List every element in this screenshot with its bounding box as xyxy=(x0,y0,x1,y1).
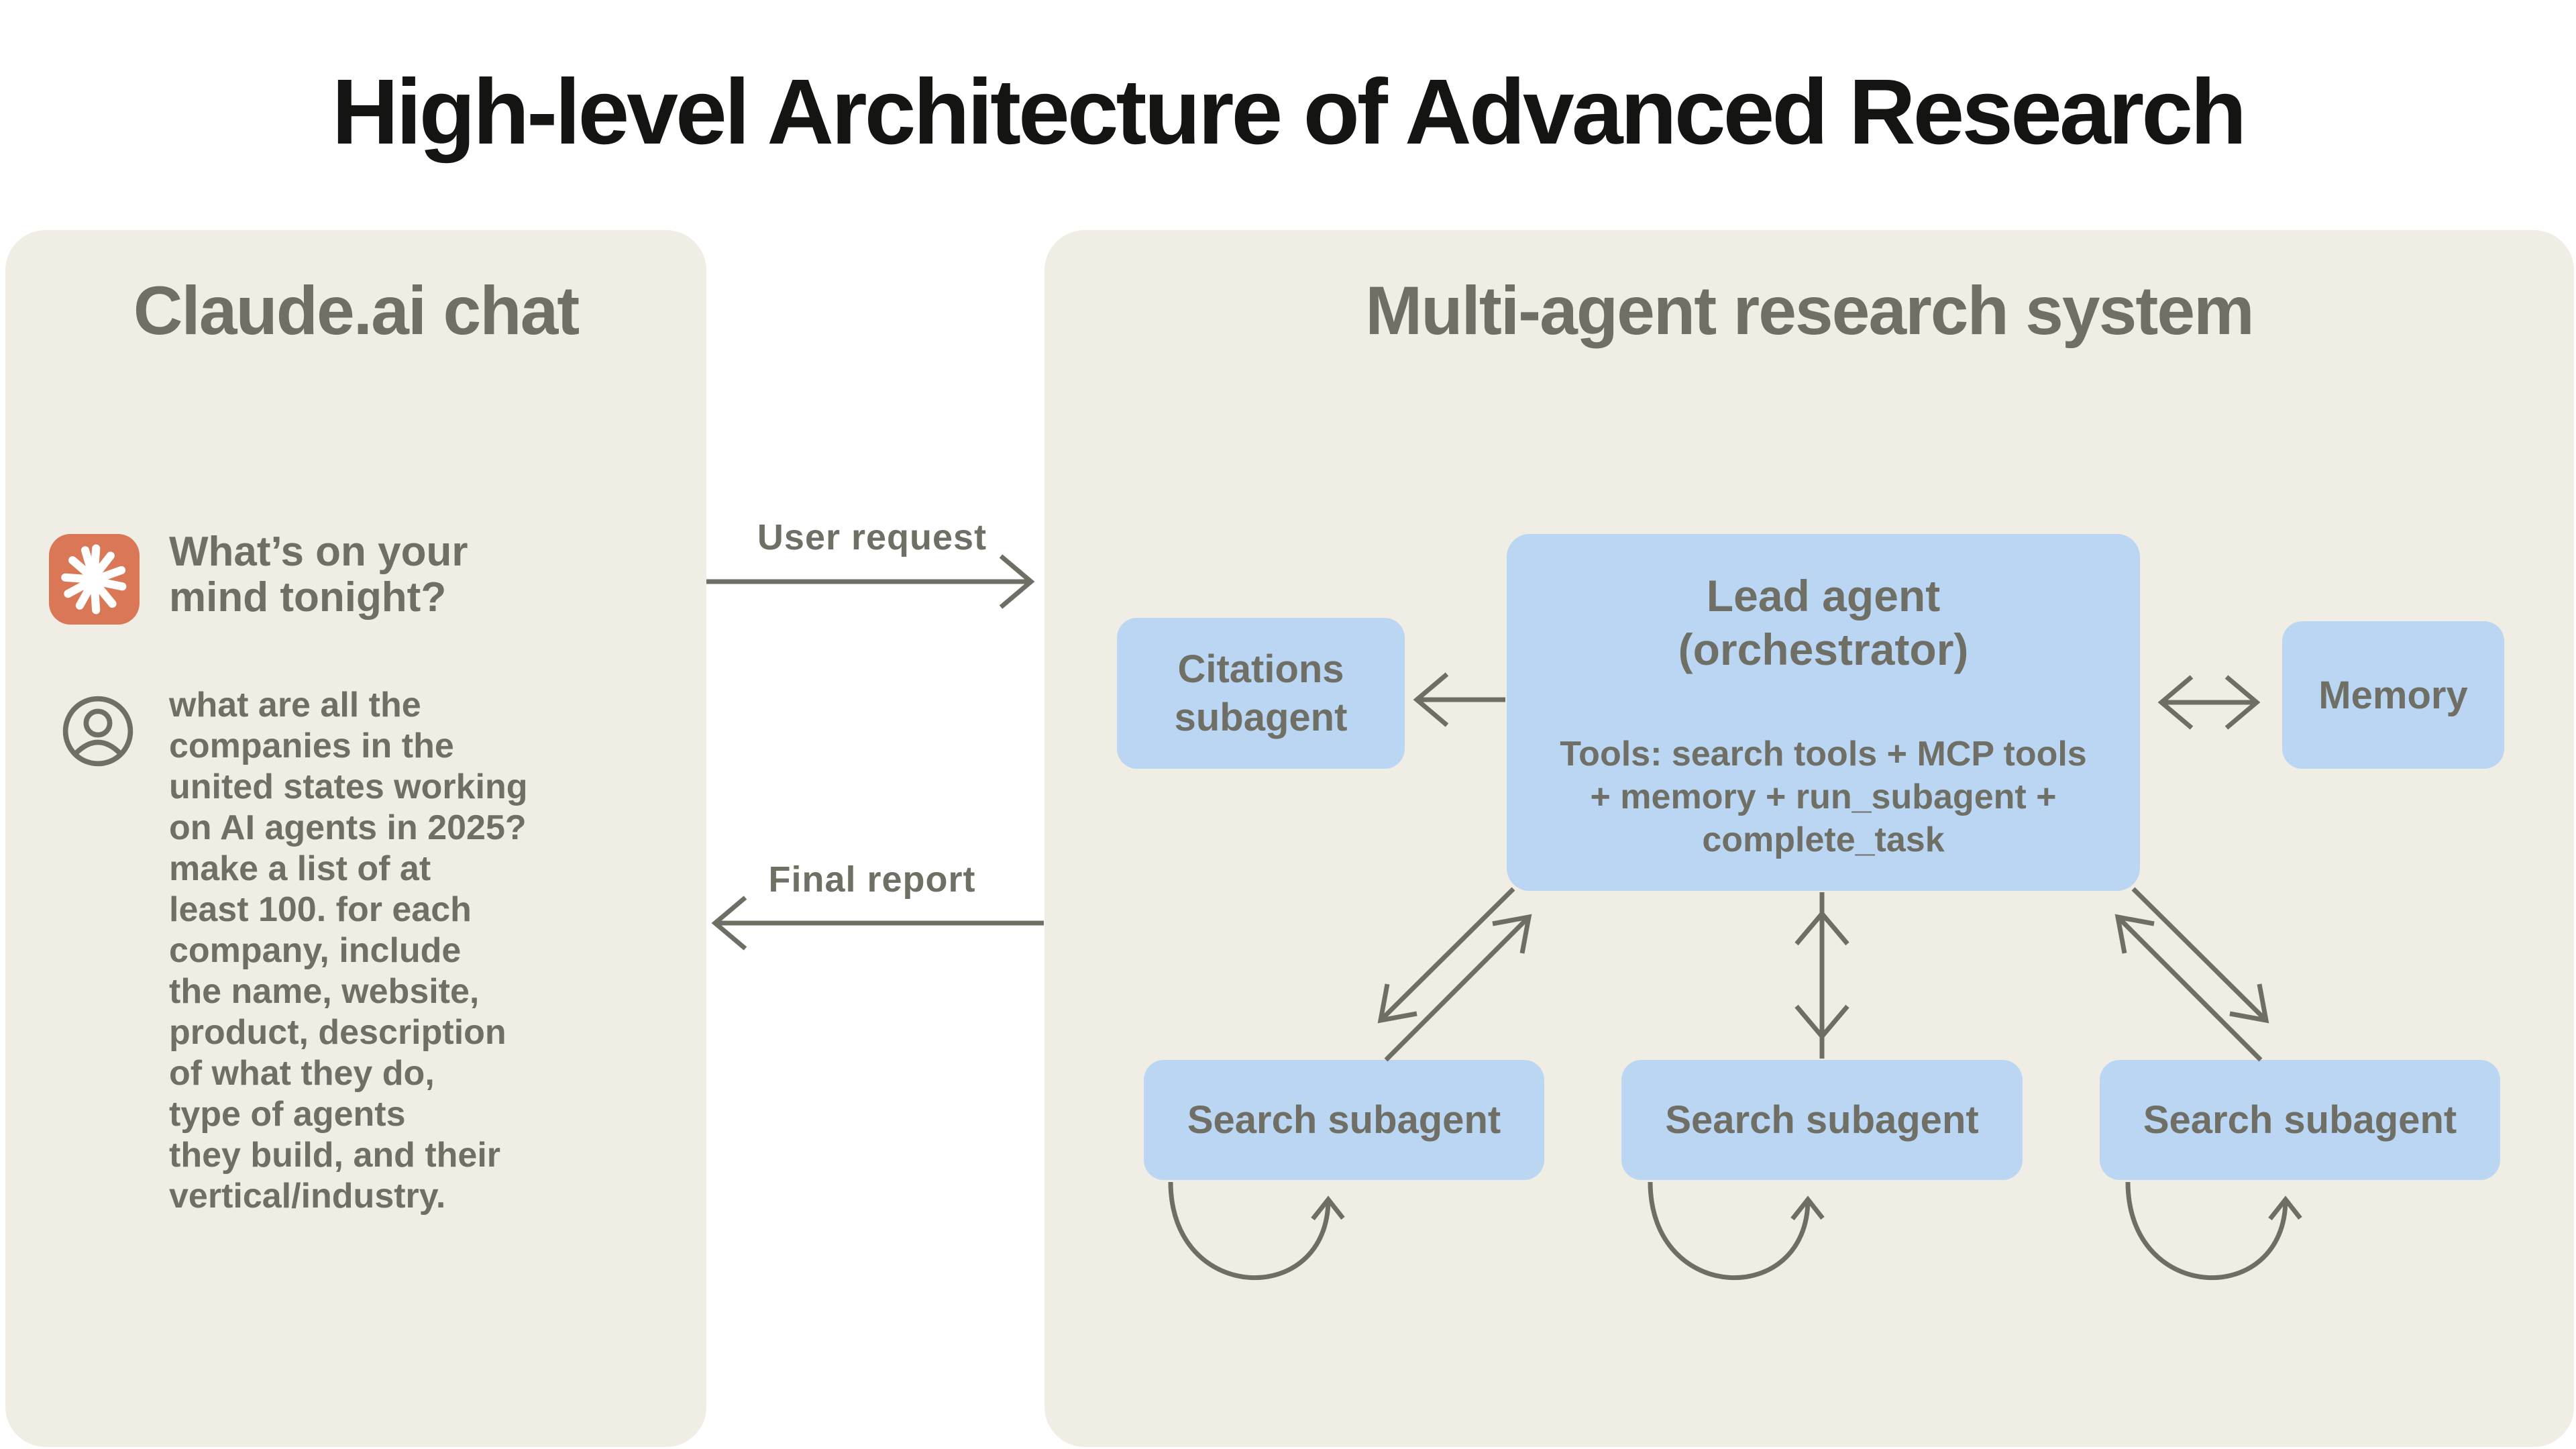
page-title: High-level Architecture of Advanced Rese… xyxy=(331,60,2247,164)
lead-agent-title: Lead agent (orchestrator) xyxy=(1678,571,1969,674)
citations-subagent-node: Citations subagent xyxy=(1117,618,1405,769)
final-report-arrow xyxy=(715,898,1044,949)
user-request-label: User request xyxy=(757,517,987,557)
claude-chat-panel: Claude.ai chat What’s on your m xyxy=(5,230,706,1447)
user-request-arrow xyxy=(706,556,1031,607)
search-subagent-node-3: Search subagent xyxy=(2100,1060,2500,1180)
user-query-text: what are all the companies in the united… xyxy=(169,686,528,1216)
claude-starburst-glyph xyxy=(61,544,127,614)
multi-agent-system-panel: Multi-agent research system Citations su… xyxy=(1044,230,2574,1447)
claude-spark-icon xyxy=(49,534,140,625)
final-report-label: Final report xyxy=(768,859,976,900)
left-panel-header: Claude.ai chat xyxy=(133,272,580,349)
search-subagent-node-1: Search subagent xyxy=(1144,1060,1544,1180)
right-panel-header: Multi-agent research system xyxy=(1365,272,2255,349)
search-subagent-node-2: Search subagent xyxy=(1621,1060,2023,1180)
lead-agent-tools: Tools: search tools + MCP tools + memory… xyxy=(1560,735,2087,859)
assistant-prompt-heading: What’s on your mind tonight? xyxy=(169,529,468,621)
memory-node: Memory xyxy=(2282,621,2504,769)
lead-agent-node: Lead agent (orchestrator) Tools: search … xyxy=(1507,534,2140,891)
user-avatar-icon xyxy=(61,694,135,768)
